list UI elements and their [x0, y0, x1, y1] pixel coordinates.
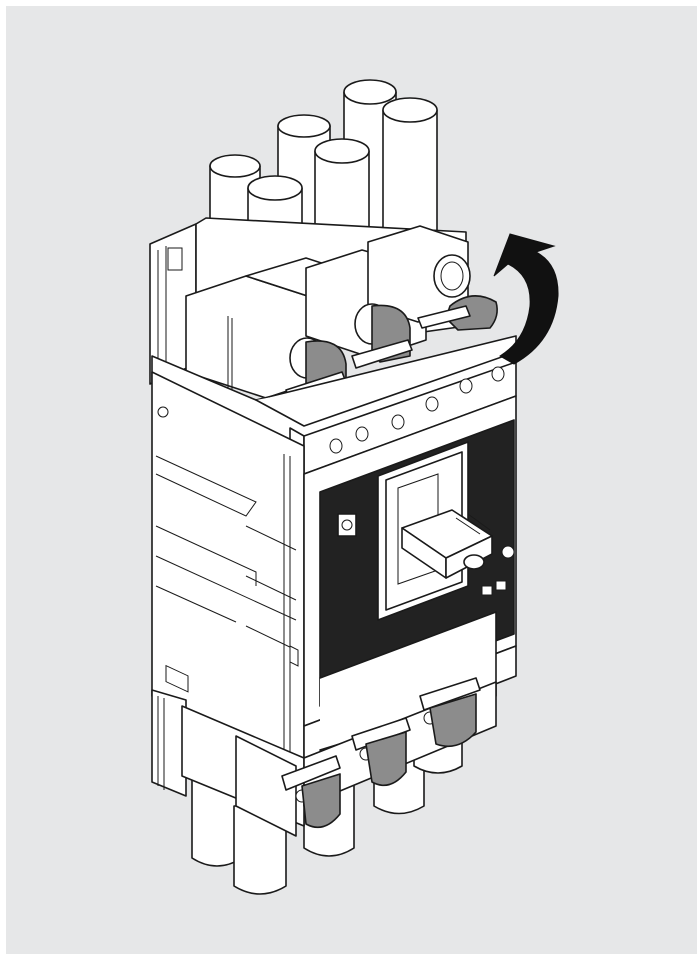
lower-terminal-block — [151, 677, 497, 837]
circuit-breaker-illustration — [6, 6, 697, 954]
illustration-panel — [6, 6, 697, 954]
lower-flap-2 — [351, 717, 411, 787]
breaker-body-side — [151, 371, 305, 767]
lower-flap-1 — [281, 755, 341, 829]
lower-flap-3 — [419, 677, 481, 748]
upper-terminal-block — [149, 217, 498, 403]
terminal-flap-3-open — [433, 254, 498, 331]
breaker-handle — [401, 509, 493, 579]
breaker-front — [303, 395, 517, 759]
curved-arrow-up-icon — [493, 233, 559, 365]
